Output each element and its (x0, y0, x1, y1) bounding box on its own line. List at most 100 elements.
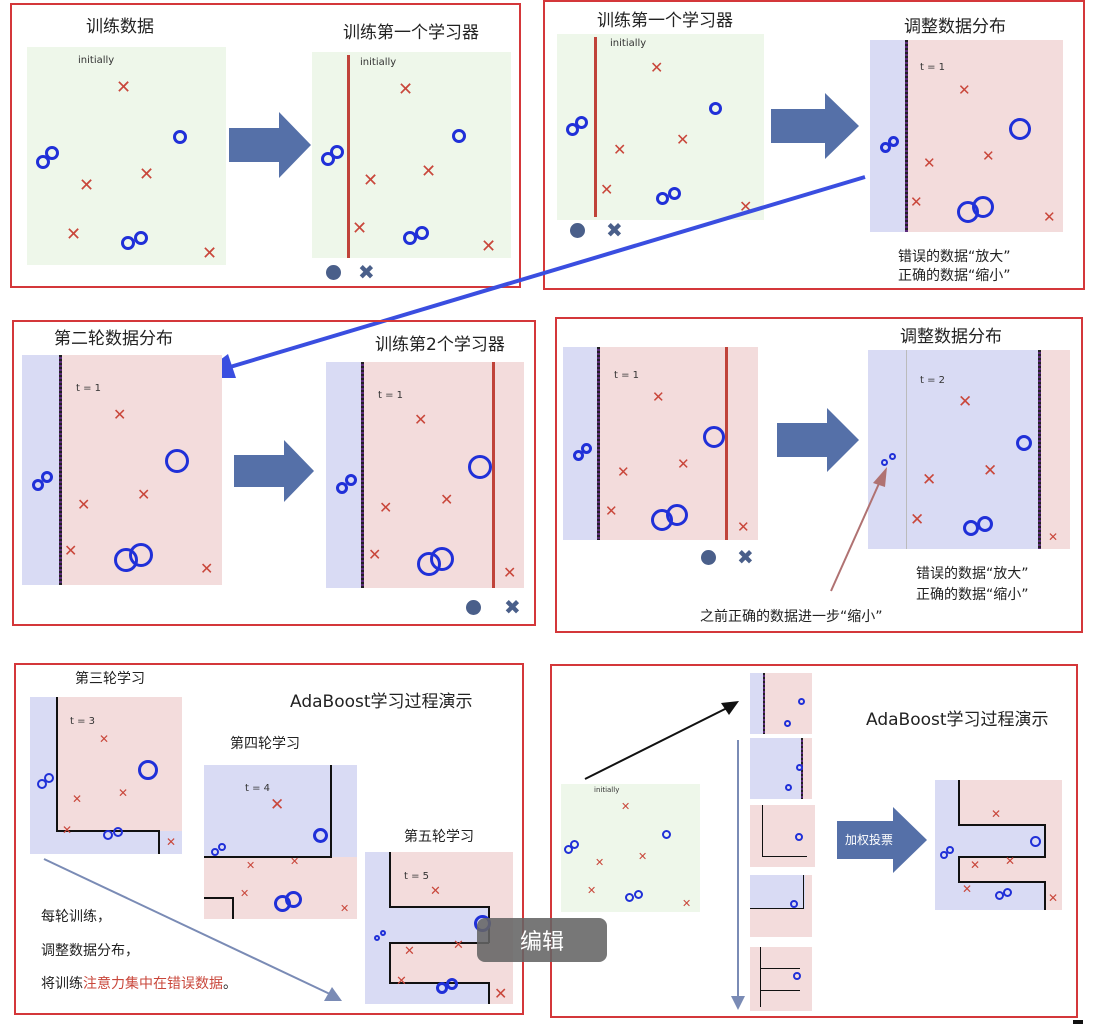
cross-mark: ✕ (613, 140, 627, 159)
cross-mark: ✕ (414, 410, 428, 429)
circle-mark (165, 449, 189, 473)
panel5-text-3b: 注意力集中在错误数据 (83, 976, 223, 992)
panel5-title: AdaBoost学习过程演示 (290, 692, 473, 712)
cross-mark: ✕ (396, 974, 407, 989)
panel2-label-initially: initially (610, 38, 647, 49)
circle-mark (795, 833, 803, 841)
panel5-label-t4: t = 4 (245, 783, 271, 794)
panel4-plot-b-pink (1040, 350, 1070, 549)
circle-mark (36, 155, 50, 169)
panel2-plot-learner1 (557, 34, 764, 220)
cross-mark: ✕ (676, 130, 690, 149)
panel-2 (543, 0, 1085, 290)
legend-cross-icon: ✖ (606, 218, 623, 242)
cross-mark: ✕ (66, 224, 82, 245)
legend-cross-icon: ✖ (504, 595, 521, 619)
panel2-note-wrong: 错误的数据“放大” (898, 249, 1011, 265)
circle-mark (134, 231, 148, 245)
decision-boundary (1038, 350, 1041, 549)
final-plot-pink-1 (960, 780, 1062, 825)
circle-mark (581, 443, 592, 454)
edit-button[interactable]: 编辑 (477, 918, 607, 962)
panel2-plot-blue-region (870, 40, 907, 232)
panel5-round5: 第五轮学习 (404, 829, 474, 845)
diagonal-arrow-icon (43, 858, 342, 1001)
vote-label: 加权投票 (845, 833, 894, 847)
right-arrow-icon (229, 112, 311, 178)
cross-mark: ✕ (77, 495, 91, 514)
boundary-segment (389, 942, 489, 944)
down-arrow-icon (731, 740, 745, 1010)
circle-mark (321, 152, 335, 166)
cross-mark: ✕ (137, 485, 151, 504)
panel3-title-left: 第二轮数据分布 (54, 329, 173, 349)
decision-boundary (361, 362, 364, 588)
panel5-text-2: 调整数据分布， (41, 943, 139, 959)
corner-mark (1073, 1020, 1083, 1024)
panel4-note-wrong: 错误的数据“放大” (916, 566, 1029, 582)
right-arrow-icon (234, 440, 314, 502)
circle-mark (940, 851, 948, 859)
circle-mark (668, 187, 681, 200)
legend-circle-icon (570, 223, 585, 238)
panel5-text-3c: 。 (223, 976, 237, 992)
legend-cross-icon: ✖ (737, 545, 754, 569)
circle-mark (564, 845, 573, 854)
boundary-segment (958, 780, 960, 826)
circle-mark (785, 784, 792, 791)
cross-mark: ✕ (99, 732, 110, 746)
circle-mark (1030, 836, 1041, 847)
boundary-segment (762, 805, 763, 857)
circle-mark (784, 720, 791, 727)
panel6-title: AdaBoost学习过程演示 (866, 710, 1049, 730)
cross-mark: ✕ (970, 858, 981, 872)
decision-boundary (594, 37, 597, 217)
circle-mark (468, 455, 492, 479)
boundary-segment (232, 897, 234, 919)
panel5-text-1: 每轮训练， (41, 909, 111, 925)
cross-mark: ✕ (1005, 854, 1016, 868)
cross-mark: ✕ (113, 405, 127, 424)
panel5-text-3a: 将训练 (41, 976, 83, 992)
circle-mark (570, 840, 579, 849)
panel1-label-initially-b: initially (360, 57, 397, 68)
circle-mark (336, 482, 348, 494)
panel5-label-t5: t = 5 (404, 871, 430, 882)
panel2-label-t: t = 1 (920, 62, 946, 73)
circle-mark (634, 890, 643, 899)
panel3-plot-a-blue (22, 355, 61, 585)
boundary-segment (760, 990, 800, 991)
vote-arrow-icon (837, 807, 927, 873)
circle-mark (888, 136, 899, 147)
circle-mark (313, 828, 328, 843)
boundary-segment (158, 830, 160, 854)
panel3-title-right: 训练第2个学习器 (375, 335, 505, 355)
panel3-label-t-a: t = 1 (76, 383, 102, 394)
cross-mark: ✕ (923, 154, 936, 172)
right-arrow-icon (771, 93, 859, 159)
cross-mark: ✕ (910, 193, 923, 211)
panel-1 (10, 3, 521, 288)
boundary-segment (760, 947, 761, 1007)
circle-mark (44, 773, 54, 783)
circle-mark (566, 123, 579, 136)
boundary-segment (750, 908, 804, 909)
cross-mark: ✕ (1048, 530, 1059, 544)
cross-mark: ✕ (72, 792, 83, 806)
circle-mark (103, 830, 113, 840)
circle-mark (793, 972, 801, 980)
cross-mark: ✕ (270, 795, 285, 815)
cross-mark: ✕ (368, 545, 382, 564)
boundary-segment (958, 881, 1046, 883)
cross-mark: ✕ (982, 147, 995, 165)
panel5-plot-r5-blue-2 (389, 907, 489, 943)
panel1-plot-initial (27, 47, 226, 265)
cross-mark: ✕ (240, 887, 250, 900)
circle-mark (977, 516, 993, 532)
cross-mark: ✕ (1043, 208, 1056, 226)
circle-mark (430, 547, 454, 571)
cross-mark: ✕ (352, 218, 368, 239)
cross-mark: ✕ (200, 559, 214, 578)
circle-mark (113, 827, 123, 837)
panel1-title-left: 训练数据 (86, 17, 154, 37)
